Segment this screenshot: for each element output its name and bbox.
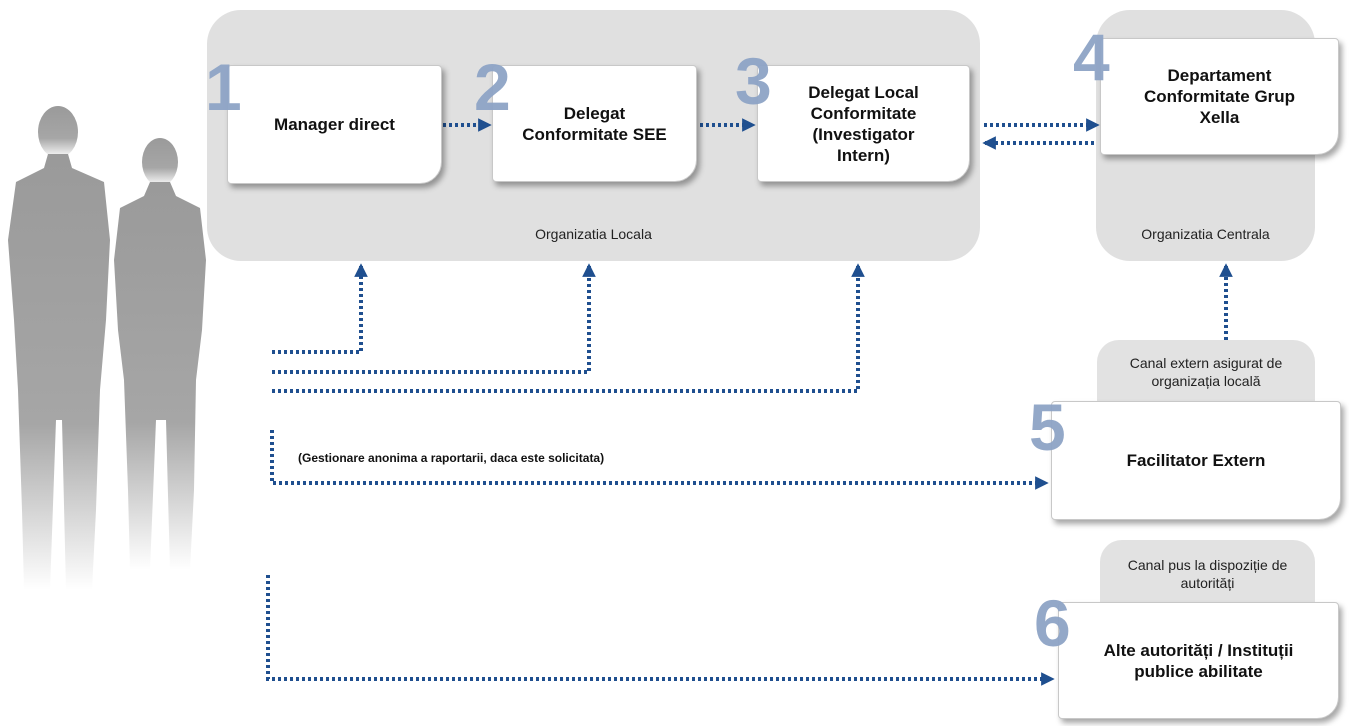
step1-label: Manager direct: [274, 115, 395, 134]
step1-box: Manager direct: [227, 65, 442, 184]
path-reporter-to-step6: [266, 575, 1055, 686]
step5-label: Facilitator Extern: [1126, 451, 1266, 470]
step4-label: Departament Conformitate Grup Xella: [1143, 66, 1296, 127]
authority-channel-caption: Canal pus la dispoziție de autorități: [1127, 557, 1288, 591]
step2-box: Delegat Conformitate SEE: [492, 65, 697, 182]
step4-number: 4: [1073, 20, 1110, 94]
path-reporter-to-step2: [272, 263, 596, 374]
external-channel-tab: [1097, 340, 1315, 410]
anonymous-handling-note: (Gestionare anonima a raportarii, daca e…: [298, 451, 605, 465]
external-channel-caption: Canal extern asigurat de organizația loc…: [1129, 355, 1283, 389]
step2-label: Delegat Conformitate SEE: [522, 103, 667, 144]
step4-box: Departament Conformitate Grup Xella: [1100, 38, 1339, 155]
step3-number: 3: [735, 44, 772, 118]
local-organization-label: Organizatia Locala: [535, 226, 652, 242]
people-silhouette-illustration: [8, 106, 206, 590]
step6-number: 6: [1034, 586, 1071, 660]
authority-channel-tab: [1100, 540, 1315, 610]
step2-number: 2: [474, 50, 511, 124]
step5-box: Facilitator Extern: [1051, 401, 1341, 520]
step5-number: 5: [1029, 390, 1066, 464]
step6-label: Alte autorități / Instituții publice abi…: [1103, 640, 1294, 681]
step3-label: Delegat Local Conformitate (Investigator…: [808, 82, 919, 165]
step6-box: Alte autorități / Instituții publice abi…: [1058, 602, 1339, 719]
step3-box: Delegat Local Conformitate (Investigator…: [757, 65, 970, 182]
path-reporter-to-step1: [272, 263, 368, 354]
central-organization-label: Organizatia Centrala: [1141, 226, 1270, 242]
step1-number: 1: [205, 50, 242, 124]
